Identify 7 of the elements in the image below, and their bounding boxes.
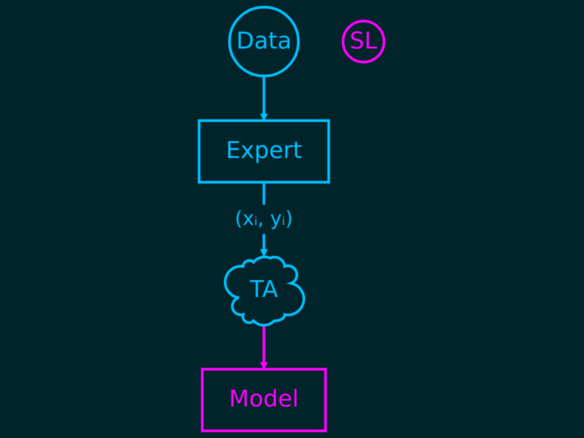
arrow (260, 324, 268, 370)
arrow (260, 76, 268, 121)
edge-label: (xᵢ, yᵢ) (235, 208, 294, 230)
node-circle: SL (342, 20, 386, 64)
node-box: Expert (198, 119, 330, 184)
node-circle: Data (228, 6, 300, 78)
node-box: Model (201, 368, 328, 432)
